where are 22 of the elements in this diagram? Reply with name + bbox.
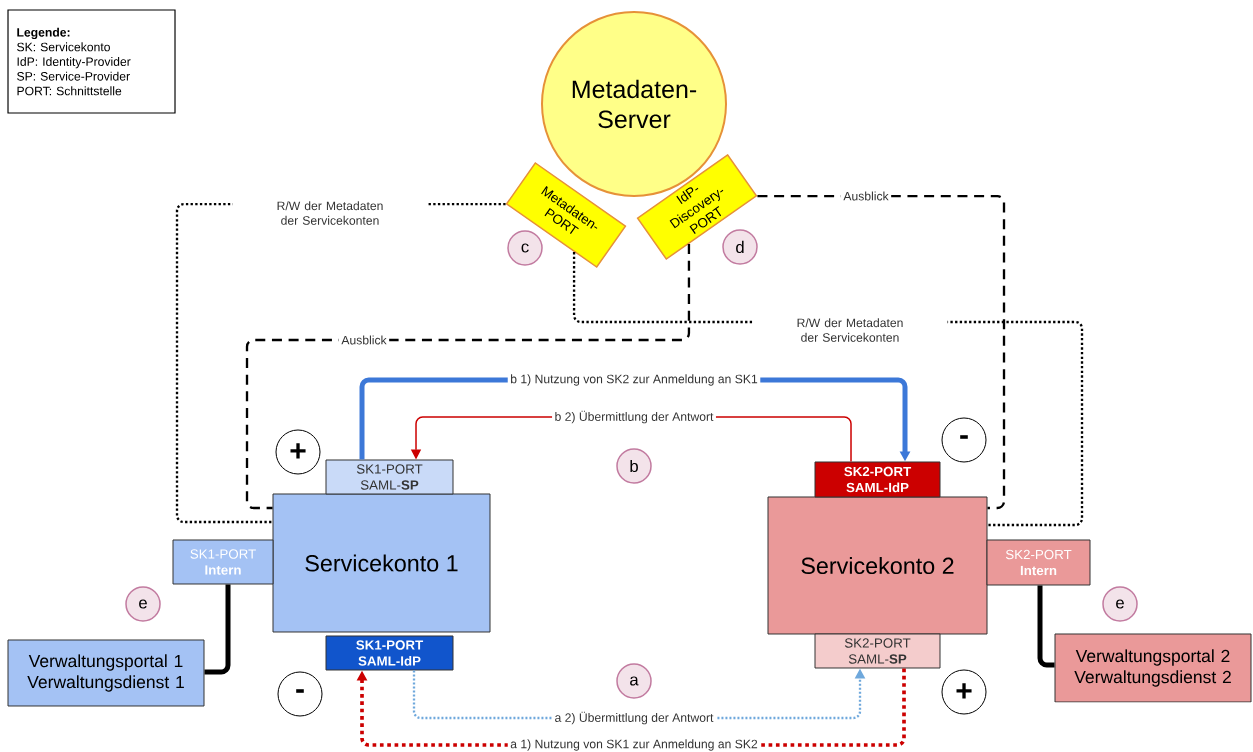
edge-label: a 1) Nutzung von SK1 zur Anmeldung an SK2	[507, 736, 761, 752]
edge-label: b 2) Übermittlung der Antwort	[552, 408, 716, 426]
service-account-box: Servicekonto 2	[767, 496, 988, 635]
legend-box: Legende: SK: Servicekonto IdP: Identity-Provider SP: Service-Provider PORT: Schnittstelle	[7, 9, 176, 114]
port-box: SK1-PORT SAML-SP	[325, 459, 454, 495]
edge-label: a 2) Übermittlung der Antwort	[552, 709, 716, 727]
portal-box: Verwaltungsportal 2 Verwaltungsdienst 2	[1054, 633, 1252, 703]
connector-line	[1037, 585, 1055, 668]
connector-line	[245, 244, 691, 510]
port-box: SK2-PORT Intern	[986, 539, 1091, 586]
edge-label: Ausblick	[338, 333, 390, 347]
port-box: SK2-PORT SAML-SP	[814, 633, 941, 669]
edge-label: R/W der Metadaten der Servicekonten	[752, 315, 948, 345]
port-box: SK1-PORT Intern	[172, 539, 274, 585]
port-box: SK1-PORT SAML-IdP	[325, 635, 454, 671]
connector-line	[757, 194, 1006, 510]
edge-label: Ausblick	[840, 189, 892, 203]
port-box: SK2-PORT SAML-IdP	[814, 461, 941, 498]
edge-label: b 1) Nutzung von SK2 zur Anmeldung an SK1	[507, 371, 761, 389]
service-account-box: Servicekonto 1	[272, 493, 491, 633]
portal-box: Verwaltungsportal 1 Verwaltungsdienst 1	[7, 639, 205, 707]
edge-label: R/W der Metadaten der Servicekonten	[232, 198, 428, 228]
